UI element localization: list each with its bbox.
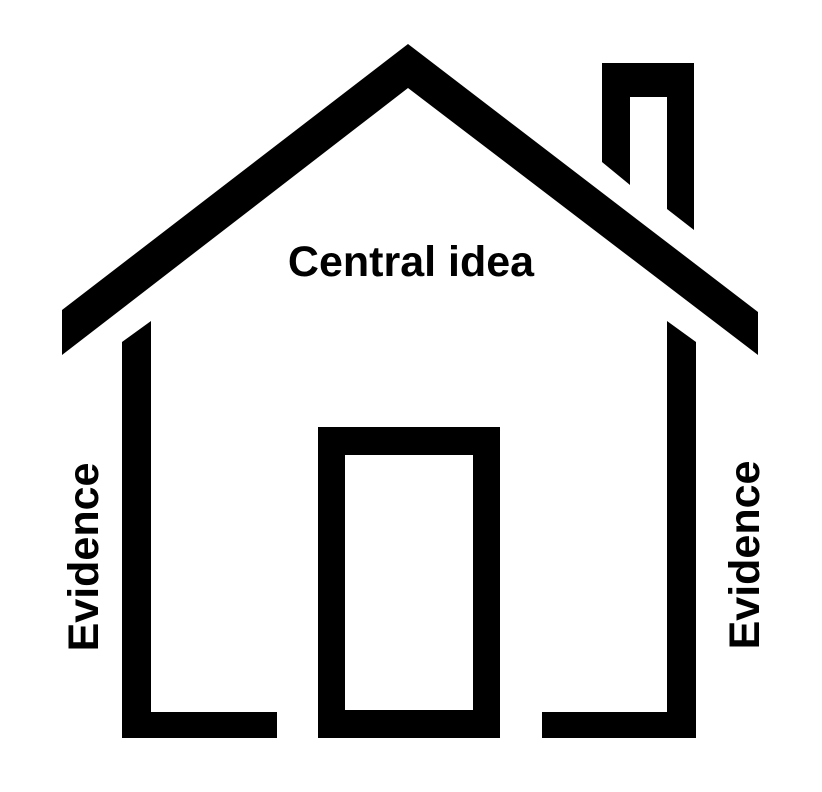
- left-wall: [122, 321, 277, 738]
- central-idea-label: Central idea: [288, 238, 535, 286]
- door: [318, 427, 500, 738]
- chimney: [602, 63, 694, 230]
- door-sill: [318, 710, 500, 738]
- right-evidence-label: Evidence: [721, 461, 769, 650]
- left-evidence-label: Evidence: [60, 463, 108, 652]
- right-wall: [542, 321, 696, 738]
